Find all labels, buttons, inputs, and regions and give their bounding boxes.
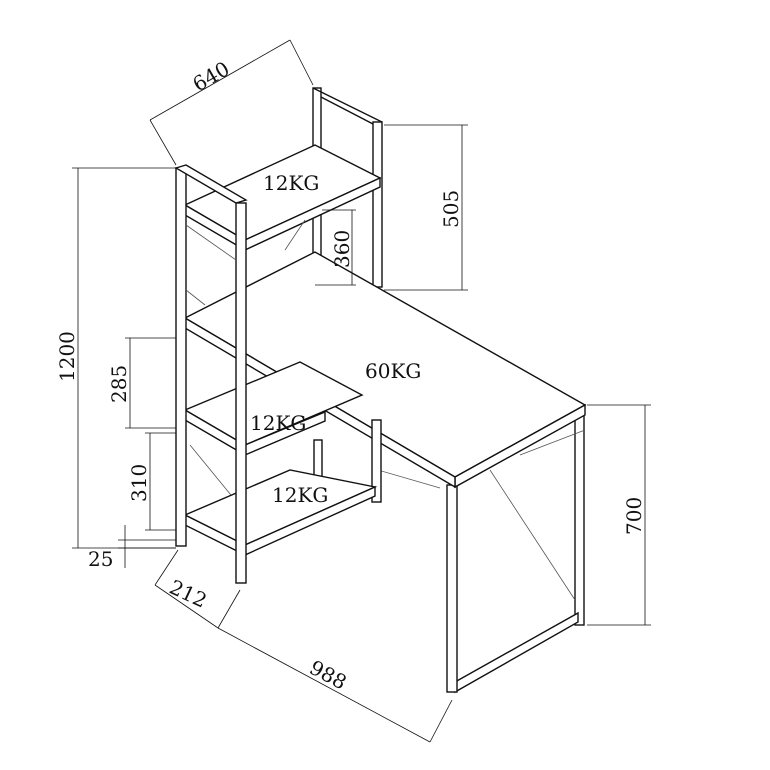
- dim-25: 25: [88, 547, 113, 571]
- dim-212: 212: [166, 575, 211, 613]
- shelf-front-posts: [174, 164, 248, 584]
- dim-505: 505: [439, 190, 463, 228]
- dim-310: 310: [127, 464, 151, 502]
- load-middle-shelf: 12KG: [250, 411, 306, 435]
- dim-360: 360: [330, 230, 354, 268]
- dim-285: 285: [107, 365, 131, 403]
- dim-1200: 1200: [55, 331, 79, 382]
- dim-640: 640: [189, 56, 234, 96]
- dim-700: 700: [622, 497, 646, 535]
- dimension-lines: [72, 39, 651, 743]
- load-desktop: 60KG: [365, 359, 421, 383]
- load-top-shelf: 12KG: [263, 171, 319, 195]
- dim-988: 988: [306, 655, 351, 694]
- load-bottom-shelf: 12KG: [272, 483, 328, 507]
